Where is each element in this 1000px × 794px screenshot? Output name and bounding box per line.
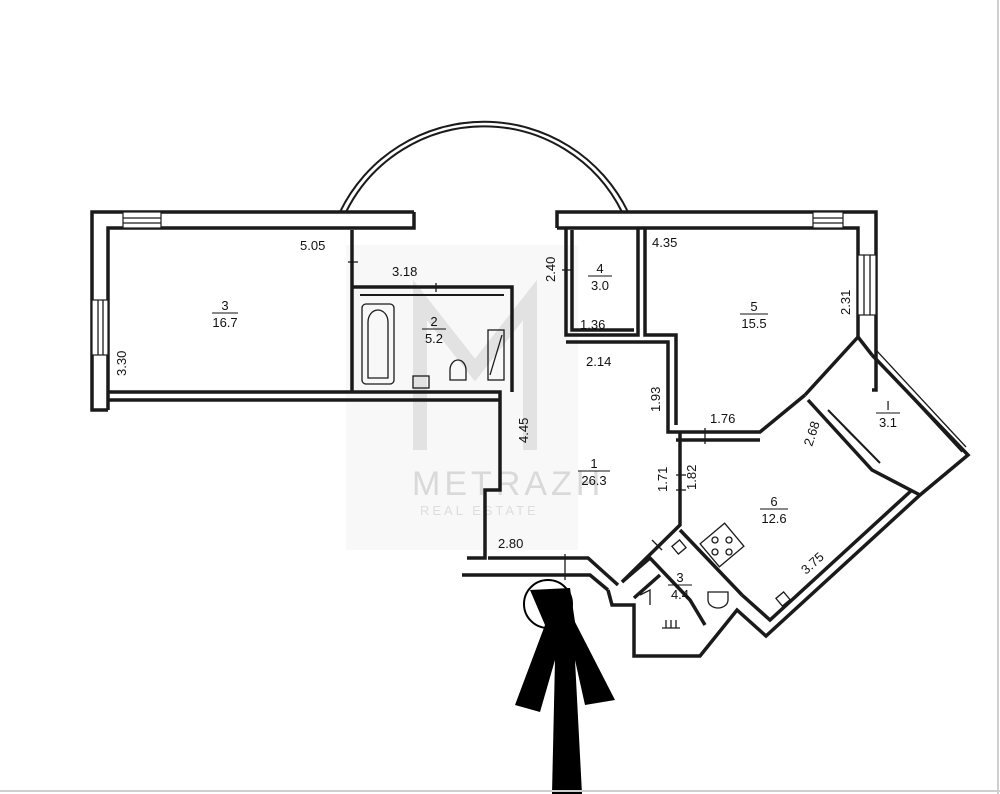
dimension-label: 1.82 xyxy=(684,465,699,490)
room-2-label: 2 5.2 xyxy=(422,314,446,346)
room-area: 5.2 xyxy=(425,331,443,346)
room-area: 3.0 xyxy=(591,278,609,293)
toilet-icon xyxy=(449,359,467,381)
fixtures xyxy=(361,303,791,629)
room-number: I xyxy=(886,398,890,413)
dimension-label: 1.71 xyxy=(655,467,670,492)
watermark-logo-icon xyxy=(413,279,537,450)
stove-icon xyxy=(699,522,745,568)
room-number: 2 xyxy=(430,314,437,329)
dimension-label: 2.14 xyxy=(586,354,611,369)
watermark-text: METRAZH xyxy=(412,465,604,503)
bay-window xyxy=(339,120,629,213)
room-area: 3.1 xyxy=(879,415,897,430)
dimension-label: 5.05 xyxy=(300,238,325,253)
sink-icon xyxy=(412,375,430,389)
room-number: 3 xyxy=(676,570,683,585)
arrow-icon xyxy=(515,588,615,794)
room-area: 16.7 xyxy=(212,315,237,330)
wc-fixture-icon xyxy=(639,588,651,605)
wall-right-diag xyxy=(856,335,874,357)
entrance-arrow xyxy=(515,579,615,794)
wall-kitchen-outer xyxy=(606,353,971,658)
wall-balcony xyxy=(806,398,921,497)
room-area: 12.6 xyxy=(761,511,786,526)
stove-burner-2 xyxy=(725,536,733,544)
stove-burner-3 xyxy=(711,548,719,556)
dimension-label: 2.68 xyxy=(801,419,823,448)
dimension-label: 1.36 xyxy=(580,317,605,332)
wall-wc xyxy=(620,555,707,626)
shower-cabinet-icon xyxy=(487,329,505,381)
dimension-label: 4.45 xyxy=(516,418,531,443)
wall-hall-right xyxy=(566,340,807,434)
window-top-left xyxy=(122,211,162,229)
dimension-label: 1.93 xyxy=(648,387,663,412)
window-balcony xyxy=(871,349,967,453)
radiator-icon xyxy=(662,620,680,629)
shower-diag xyxy=(489,334,503,376)
wall-right-inner xyxy=(557,226,860,397)
room-area: 4.4 xyxy=(671,587,689,602)
windows xyxy=(91,211,967,453)
bay-arc-inner xyxy=(345,125,623,213)
wall-bottom-main-inner xyxy=(488,556,620,587)
room-number: 4 xyxy=(596,261,603,276)
stove-burner-1 xyxy=(711,536,719,544)
room-balcony-label: I 3.1 xyxy=(876,398,900,430)
room-number: 6 xyxy=(770,494,777,509)
window-left xyxy=(91,299,109,356)
stove-burner-4 xyxy=(725,548,733,556)
room-area: 26.3 xyxy=(581,473,606,488)
door-tick-7 xyxy=(844,427,856,439)
room-3-small-label: 3 4.4 xyxy=(668,570,692,602)
room-3-left-label: 3 16.7 xyxy=(212,298,238,330)
wall-bottom-main xyxy=(462,573,610,592)
socket-icon xyxy=(775,591,791,607)
dimension-label: 3.30 xyxy=(114,351,129,376)
window-top-right xyxy=(812,211,844,229)
room-1-label: 1 26.3 xyxy=(578,456,610,488)
wall-bottom-left xyxy=(108,390,502,560)
room-6-label: 6 12.6 xyxy=(760,494,788,526)
dimension-label: 3.18 xyxy=(392,264,417,279)
wall-room5-left xyxy=(643,228,678,425)
wc-socket-icon xyxy=(671,539,687,555)
wall-room4-inner xyxy=(570,230,634,332)
wall-room4 xyxy=(564,228,640,337)
wall-kitchen-inner xyxy=(740,488,914,623)
room-5-label: 5 15.5 xyxy=(740,299,768,331)
room-number: 5 xyxy=(750,299,757,314)
window-right xyxy=(857,254,877,316)
door-tick-9 xyxy=(651,539,663,551)
wall-bath-top xyxy=(352,285,514,392)
bay-arc-outer xyxy=(339,120,629,213)
watermark-subtext: REAL ESTATE xyxy=(420,503,539,518)
outer-walls xyxy=(90,210,971,658)
wc-toilet-icon xyxy=(707,591,729,609)
dimension-label: 1.76 xyxy=(710,411,735,426)
wall-kitchen-left xyxy=(620,432,682,584)
room-number: 3 xyxy=(221,298,228,313)
room-labels: 3 16.7 2 5.2 4 3.0 5 15.5 1 26.3 I 3.1 xyxy=(212,261,900,602)
bathtub-inner-icon xyxy=(367,309,389,379)
interior-walls xyxy=(350,228,921,626)
room-4-label: 4 3.0 xyxy=(588,261,612,293)
wall-kitchen-wc xyxy=(678,528,744,597)
wall-top-right xyxy=(555,210,878,392)
room-number: 1 xyxy=(590,456,597,471)
bathtub-icon xyxy=(361,303,395,385)
dimension-label: 2.40 xyxy=(543,257,558,282)
arrow-circle-icon xyxy=(523,579,573,629)
door-marks xyxy=(348,255,856,580)
dimension-label: 4.35 xyxy=(652,235,677,250)
dimension-label: 2.80 xyxy=(498,536,523,551)
dimension-label: 2.31 xyxy=(838,290,853,315)
room-area: 15.5 xyxy=(741,316,766,331)
wall-wc-inner xyxy=(632,573,662,600)
